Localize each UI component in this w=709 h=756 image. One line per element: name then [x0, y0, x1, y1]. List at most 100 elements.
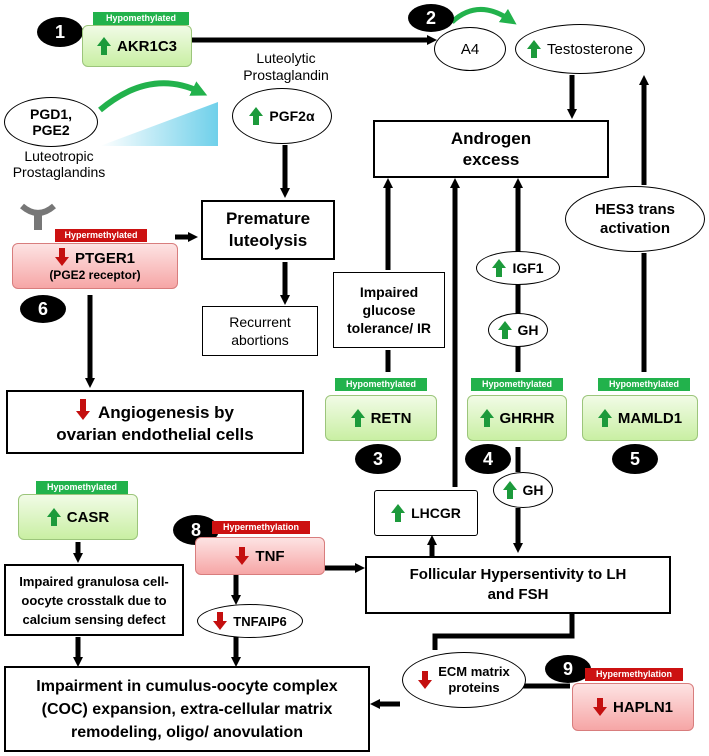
a4-node: A4	[434, 27, 506, 71]
angiogenesis-line2: ovarian endothelial cells	[56, 424, 254, 444]
follicular-line1: Follicular Hypersentivity to LH	[409, 566, 627, 583]
up-arrow-icon	[597, 409, 612, 427]
ptger1-line1: PTGER1	[74, 250, 135, 267]
testosterone-node: Testosterone	[515, 24, 645, 74]
badge-5: 5	[612, 444, 658, 474]
coc-line3: remodeling, oligo/ anovulation	[70, 723, 303, 741]
badge-3: 3	[355, 444, 401, 474]
hapln1-tag: Hypermethylation	[585, 668, 683, 681]
premature-luteolysis-box: Premature luteolysis	[201, 200, 335, 260]
hes3-line2: activation	[599, 220, 671, 237]
a4-label: A4	[460, 40, 480, 58]
up-arrow-icon	[492, 259, 507, 277]
down-arrow-icon	[75, 398, 92, 421]
up-arrow-icon	[502, 481, 517, 499]
abortions-line2: abortions	[231, 332, 289, 348]
tnf-box: TNF	[195, 537, 325, 575]
up-arrow-icon	[249, 107, 264, 125]
pgf2a-node: PGF2α	[232, 88, 332, 144]
granulosa-line3: calcium sensing defect	[22, 611, 166, 627]
androgen-line1: Androgen	[450, 129, 532, 148]
badge-6: 6	[20, 295, 66, 323]
androgen-line2: excess	[462, 150, 520, 169]
akr1c3-label: AKR1C3	[116, 37, 177, 55]
luteotropic-label: Luteotropic Prostaglandins	[0, 148, 118, 180]
coc-box: Impairment in cumulus-oocyte complex (CO…	[4, 666, 370, 752]
tnf-tag: Hypermethylation	[212, 521, 310, 534]
akr1c3-tag: Hypomethylated	[93, 12, 189, 25]
glucose-line3: tolerance/ IR	[346, 320, 432, 336]
ghrhr-box: GHRHR	[467, 395, 567, 441]
pgd1-line1: PGD1,	[29, 106, 72, 122]
down-arrow-icon	[213, 612, 228, 630]
lhcgr-box: LHCGR	[374, 490, 478, 536]
glucose-line2: glucose	[362, 302, 416, 318]
lhcgr-label: LHCGR	[411, 505, 461, 521]
gradient-triangle	[100, 102, 218, 146]
mamld1-label: MAMLD1	[617, 409, 683, 427]
ecm-line2: proteins	[448, 680, 500, 695]
curved-arrow-pgd	[98, 80, 208, 113]
casr-tag: Hypomethylated	[36, 481, 128, 494]
hes3-line1: HES3 trans	[594, 201, 676, 218]
igf1-node: IGF1	[476, 251, 560, 285]
angiogenesis-line1: Angiogenesis by	[97, 402, 235, 422]
mamld1-box: MAMLD1	[582, 395, 698, 441]
hapln1-box: HAPLN1	[572, 683, 694, 731]
casr-label: CASR	[66, 508, 110, 526]
luteolytic-line2: Prostaglandin	[243, 67, 329, 83]
luteolytic-label: Luteolytic Prostaglandin	[228, 50, 344, 84]
ecm-text: ECM matrix proteins	[438, 664, 510, 696]
ptger1-tag: Hypermethylated	[55, 229, 147, 242]
granulosa-line1: Impaired granulosa cell-	[19, 573, 169, 589]
pgf2a-label: PGF2α	[269, 108, 315, 124]
ghrhr-label: GHRHR	[499, 409, 555, 427]
tnf-label: TNF	[255, 547, 285, 565]
hes3-node: HES3 trans activation	[565, 186, 705, 252]
retn-tag: Hypomethylated	[335, 378, 427, 391]
gh-lower-node: GH	[493, 472, 553, 508]
up-arrow-icon	[527, 40, 542, 58]
recurrent-abortions-box: Recurrent abortions	[202, 306, 318, 356]
ecm-node: ECM matrix proteins	[402, 652, 526, 708]
mamld1-tag: Hypomethylated	[598, 378, 690, 391]
follicular-line2: and FSH	[487, 586, 549, 603]
up-arrow-icon	[479, 409, 494, 427]
ptger1-box: PTGER1 (PGE2 receptor)	[12, 243, 178, 289]
badge-9: 9	[545, 655, 591, 683]
tnfaip6-label: TNFAIP6	[233, 613, 287, 629]
coc-line2: (COC) expansion, extra-cellular matrix	[41, 700, 333, 718]
ghrhr-tag: Hypomethylated	[471, 378, 563, 391]
badge-4: 4	[465, 444, 511, 474]
luteotropic-line2: Prostaglandins	[12, 164, 106, 180]
androgen-excess-box: Androgen excess	[373, 120, 609, 178]
gh-upper-label: GH	[517, 322, 539, 338]
luteolysis-line2: luteolysis	[228, 231, 308, 250]
impaired-glucose-box: Impaired glucose tolerance/ IR	[333, 272, 445, 348]
angiogenesis-box: Angiogenesis by ovarian endothelial cell…	[6, 390, 304, 454]
luteotropic-line1: Luteotropic	[24, 148, 94, 164]
coc-line1: Impairment in cumulus-oocyte complex	[36, 677, 338, 695]
akr1c3-box: AKR1C3	[82, 25, 192, 67]
ecm-line1: ECM matrix	[438, 664, 510, 679]
down-arrow-icon	[235, 547, 250, 565]
gh-lower-label: GH	[522, 482, 544, 498]
pgd1-pge2-node: PGD1, PGE2	[4, 97, 98, 147]
arrow-follicular-ecm	[432, 614, 575, 650]
retn-box: RETN	[325, 395, 437, 441]
igf1-label: IGF1	[512, 260, 544, 276]
badge-2: 2	[408, 4, 454, 32]
tnfaip6-node: TNFAIP6	[197, 604, 303, 638]
luteolytic-line1: Luteolytic	[256, 50, 316, 66]
badge-1: 1	[37, 17, 83, 47]
ptger1-line2: (PGE2 receptor)	[49, 268, 141, 282]
glucose-line1: Impaired	[359, 284, 419, 300]
pgd1-line2: PGE2	[32, 122, 70, 138]
up-arrow-icon	[96, 37, 111, 55]
retn-label: RETN	[370, 409, 412, 427]
testosterone-label: Testosterone	[547, 40, 633, 58]
casr-box: CASR	[18, 494, 138, 540]
impaired-granulosa-box: Impaired granulosa cell- oocyte crosstal…	[4, 564, 184, 636]
granulosa-line2: oocyte crosstalk due to	[21, 592, 167, 608]
